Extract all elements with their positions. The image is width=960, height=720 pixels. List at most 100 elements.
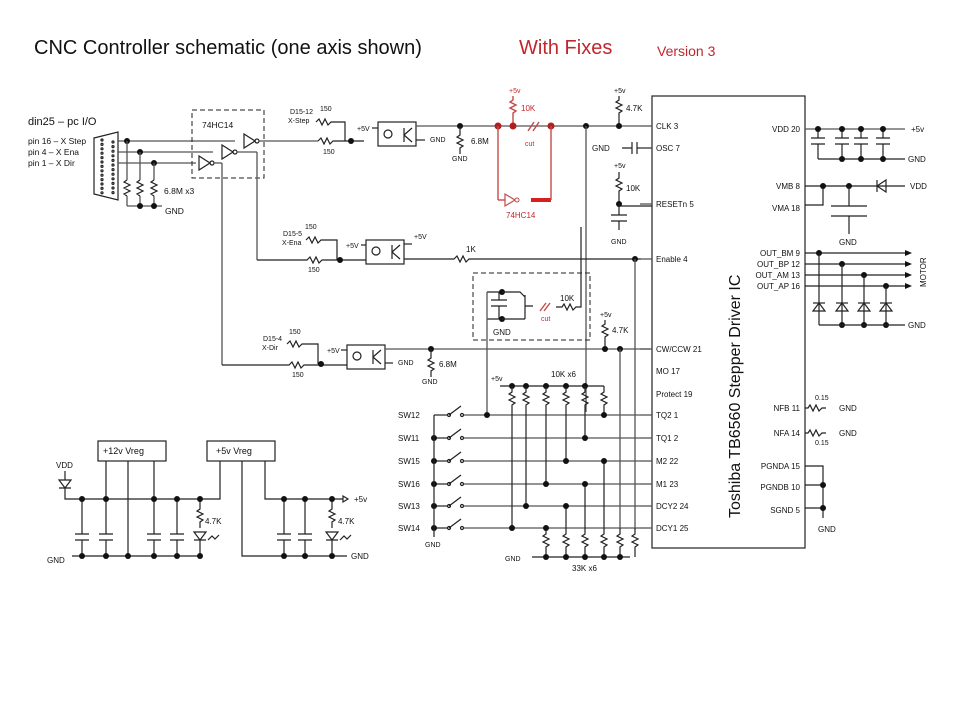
vdd-label: VDD bbox=[56, 461, 73, 470]
opto-src: D15-4 bbox=[263, 336, 282, 343]
title-version: Version 3 bbox=[657, 43, 716, 59]
resistor-icon bbox=[561, 386, 571, 409]
vcc-label: +5V bbox=[357, 126, 370, 133]
gnd-label: GND bbox=[839, 404, 857, 413]
ic-pin-label: PGNDB 10 bbox=[760, 483, 800, 492]
gnd-label: GND bbox=[908, 321, 926, 330]
ic-pin-label: DCY2 24 bbox=[656, 502, 689, 511]
connector-pin bbox=[111, 154, 115, 158]
switch-label: SW13 bbox=[398, 502, 420, 511]
junction bbox=[125, 553, 131, 559]
gnd-label: GND bbox=[611, 239, 627, 246]
schmitt-trigger-block: 74HC14 bbox=[191, 109, 318, 365]
pulldowns-label: 33K x6 bbox=[572, 564, 597, 573]
title-fixes: With Fixes bbox=[519, 37, 612, 59]
junction bbox=[582, 554, 588, 560]
junction bbox=[601, 412, 607, 418]
switch-contact bbox=[446, 503, 452, 509]
cut-label: cut bbox=[525, 141, 534, 148]
vcc-label: +5v bbox=[354, 495, 367, 504]
pullups-label: 10K x6 bbox=[551, 370, 576, 379]
resistor-icon bbox=[580, 528, 590, 557]
ic-name: Toshiba TB6560 Stepper Driver IC bbox=[727, 275, 744, 518]
junction bbox=[509, 525, 515, 531]
resistor-icon bbox=[507, 386, 517, 409]
din25-connector: din25 – pc I/O pin 16 – X Step pin 4 – X… bbox=[28, 116, 235, 216]
vdd-label: VDD bbox=[910, 182, 927, 191]
connector-pin bbox=[100, 169, 104, 173]
r-label: 150 bbox=[289, 329, 301, 336]
arrow-icon bbox=[905, 283, 912, 289]
ic-pin-label: Protect 19 bbox=[656, 390, 693, 399]
gnd-label: GND bbox=[351, 552, 369, 561]
ic-pin-label: NFA 14 bbox=[774, 429, 801, 438]
junction bbox=[79, 496, 85, 502]
r-label: 10K bbox=[521, 104, 536, 113]
r-label: 150 bbox=[292, 372, 304, 379]
junction bbox=[582, 481, 588, 487]
switch-label: SW12 bbox=[398, 411, 420, 420]
junction bbox=[601, 458, 607, 464]
diode-icon bbox=[834, 302, 850, 312]
junction bbox=[79, 553, 85, 559]
gnd-label: GND bbox=[398, 360, 414, 367]
resistor-icon bbox=[580, 386, 590, 409]
arrow-icon bbox=[905, 272, 912, 278]
ic-pin-label: TQ2 1 bbox=[656, 411, 679, 420]
ic-pin-label: OUT_BM 9 bbox=[760, 249, 801, 258]
r-label: 4.7K bbox=[205, 517, 222, 526]
gnd-label: GND bbox=[908, 155, 926, 164]
junction bbox=[281, 496, 287, 502]
r-label: 150 bbox=[320, 106, 332, 113]
junction bbox=[103, 553, 109, 559]
resistor-icon bbox=[541, 386, 551, 409]
switch-contact bbox=[459, 525, 465, 531]
dir-fix: cut 10K GND bbox=[472, 227, 591, 412]
junction bbox=[563, 503, 569, 509]
junction bbox=[563, 554, 569, 560]
vcc-label: +5V bbox=[327, 348, 340, 355]
r-label: 0.15 bbox=[815, 440, 829, 447]
junction bbox=[329, 553, 335, 559]
junction bbox=[302, 553, 308, 559]
connector-pin bbox=[111, 149, 115, 153]
switch-contact bbox=[446, 435, 452, 441]
r-label: 4.7K bbox=[338, 517, 355, 526]
resistor-icon bbox=[599, 386, 609, 409]
resistor-icon bbox=[541, 528, 551, 557]
switch-icon bbox=[448, 474, 462, 485]
switch-contact bbox=[459, 412, 465, 418]
junction bbox=[103, 496, 109, 502]
arrow-icon bbox=[905, 250, 912, 256]
ic-74hc14-label: 74HC14 bbox=[202, 120, 233, 130]
vcc-label: +5v bbox=[614, 163, 626, 170]
ic-pin-label: PGNDA 15 bbox=[761, 462, 801, 471]
vcc-label: +5V bbox=[346, 243, 359, 250]
connector-pin bbox=[100, 151, 104, 155]
ic-pin-label: VMA 18 bbox=[772, 204, 801, 213]
gnd-label: GND bbox=[839, 429, 857, 438]
junction bbox=[543, 525, 549, 531]
opto-step: D15-12 X-Step 150 150 +5V GND 6.8M GND bbox=[288, 106, 640, 163]
junction bbox=[601, 554, 607, 560]
r-label: 4.7K bbox=[626, 104, 643, 113]
ic-right-circuit: +5v GND VDD GND MOTOR GND 0.15 0.15 GND … bbox=[805, 125, 928, 534]
ic-pin-label: TQ1 2 bbox=[656, 434, 679, 443]
ic-pin-label: DCY1 25 bbox=[656, 524, 689, 533]
junction bbox=[563, 458, 569, 464]
junction bbox=[302, 496, 308, 502]
opto-name: X-Dir bbox=[262, 345, 279, 352]
power-supply: +12v Vreg +5v Vreg VDD 4.7K GND +5v 4.7K… bbox=[47, 440, 369, 565]
motor-label: MOTOR bbox=[919, 257, 928, 287]
pulldown-label: 6.8M x3 bbox=[164, 186, 195, 196]
switch-contact bbox=[446, 458, 452, 464]
ic-pin-label: Enable 4 bbox=[656, 255, 688, 264]
junction bbox=[151, 496, 157, 502]
switch-label: SW16 bbox=[398, 480, 420, 489]
connector-pin bbox=[111, 191, 115, 195]
junction bbox=[174, 553, 180, 559]
r-label: 0.15 bbox=[815, 395, 829, 402]
switch-contact bbox=[446, 412, 452, 418]
ic-pin-label: VDD 20 bbox=[772, 125, 801, 134]
gnd-label: GND bbox=[505, 556, 521, 563]
